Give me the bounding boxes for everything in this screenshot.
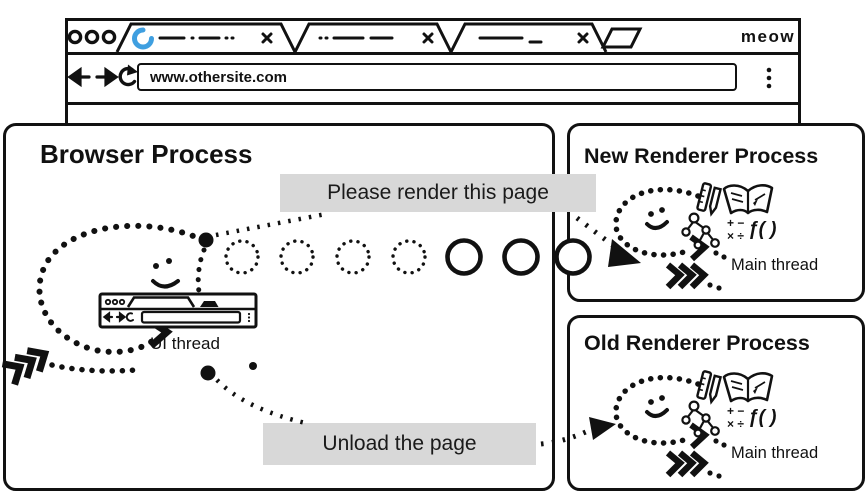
tabstrip-divider	[65, 52, 798, 55]
browser-process-title: Browser Process	[40, 139, 253, 169]
message-please-render: Please render this page	[280, 174, 596, 212]
ui-thread-label: UI thread	[150, 334, 220, 353]
main-thread-label-old: Main thread	[731, 444, 819, 462]
message-unload-page: Unload the page	[263, 423, 536, 465]
toolbar-divider	[65, 102, 798, 105]
brand-text: meow	[740, 27, 796, 46]
url-input[interactable]	[137, 63, 737, 91]
old-renderer-process-title: Old Renderer Process	[584, 331, 810, 355]
new-renderer-process-title: New Renderer Process	[584, 144, 819, 168]
main-thread-label-new: Main thread	[731, 256, 819, 274]
